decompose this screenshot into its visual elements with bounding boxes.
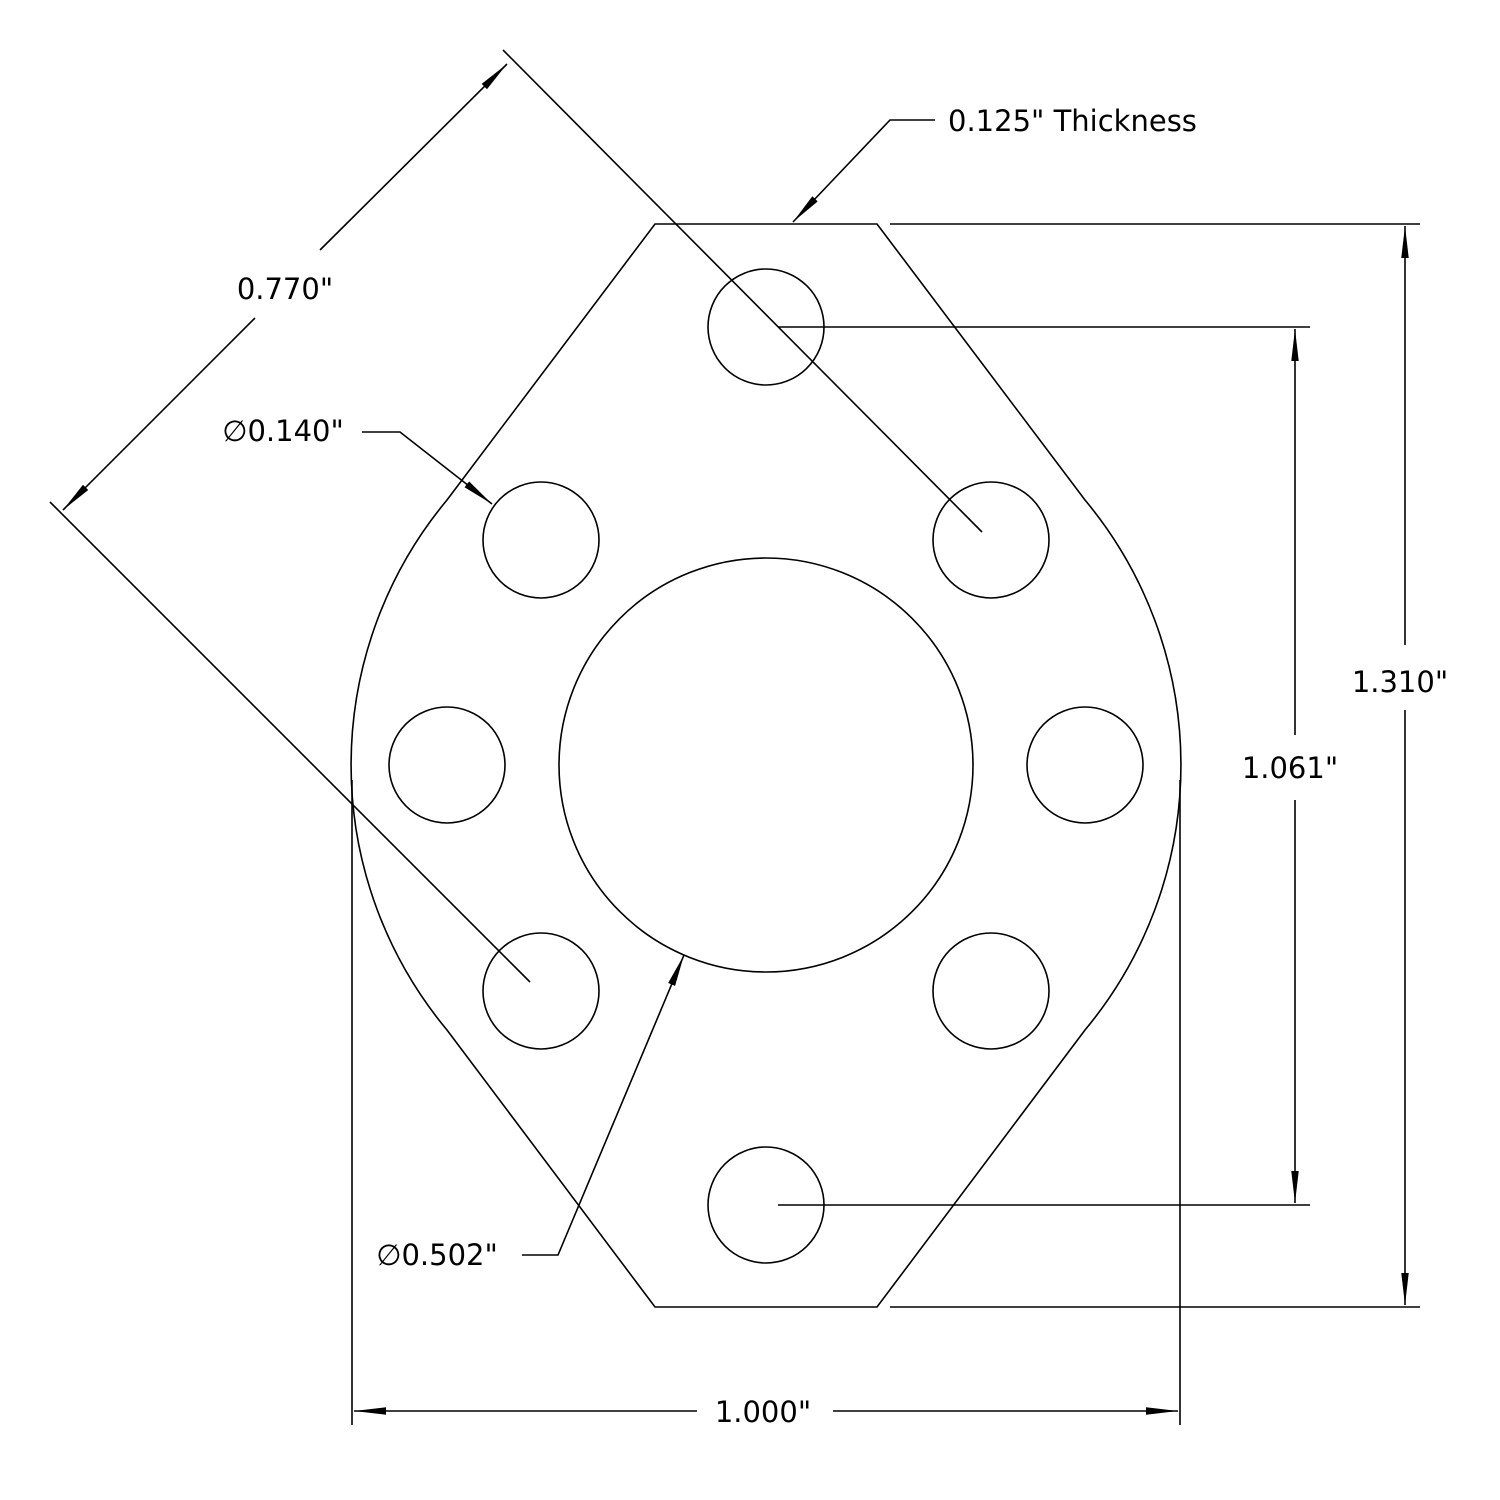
dimension-bore-diameter: ∅0.502" bbox=[376, 954, 685, 1272]
thickness-note: 0.125" Thickness bbox=[792, 104, 1197, 223]
center-bore bbox=[558, 557, 974, 973]
note-label: 0.125" Thickness bbox=[948, 104, 1197, 138]
dimension-label: ∅0.140" bbox=[222, 414, 344, 448]
bolt-hole bbox=[482, 932, 600, 1050]
bolt-holes bbox=[388, 268, 1144, 1264]
dimension-label: 1.000" bbox=[715, 1395, 811, 1429]
bolt-hole bbox=[482, 481, 600, 599]
dimension-overall-width: 1.000" bbox=[351, 780, 1181, 1429]
bolt-hole bbox=[1026, 706, 1144, 824]
dimension-diagonal: 0.770" bbox=[49, 49, 983, 983]
dimension-label: 1.310" bbox=[1352, 665, 1448, 699]
dimension-label: 0.770" bbox=[237, 272, 333, 306]
dimension-hole-spacing: 1.061" bbox=[778, 326, 1338, 1206]
bolt-hole bbox=[932, 481, 1050, 599]
plate-outline bbox=[350, 223, 1182, 1308]
bolt-hole bbox=[388, 706, 506, 824]
dimension-hole-diameter: ∅0.140" bbox=[222, 414, 493, 505]
dimension-label: ∅0.502" bbox=[376, 1238, 498, 1272]
dimension-label: 1.061" bbox=[1242, 751, 1338, 785]
dimension-overall-height: 1.310" bbox=[890, 223, 1448, 1308]
bolt-hole bbox=[932, 932, 1050, 1050]
